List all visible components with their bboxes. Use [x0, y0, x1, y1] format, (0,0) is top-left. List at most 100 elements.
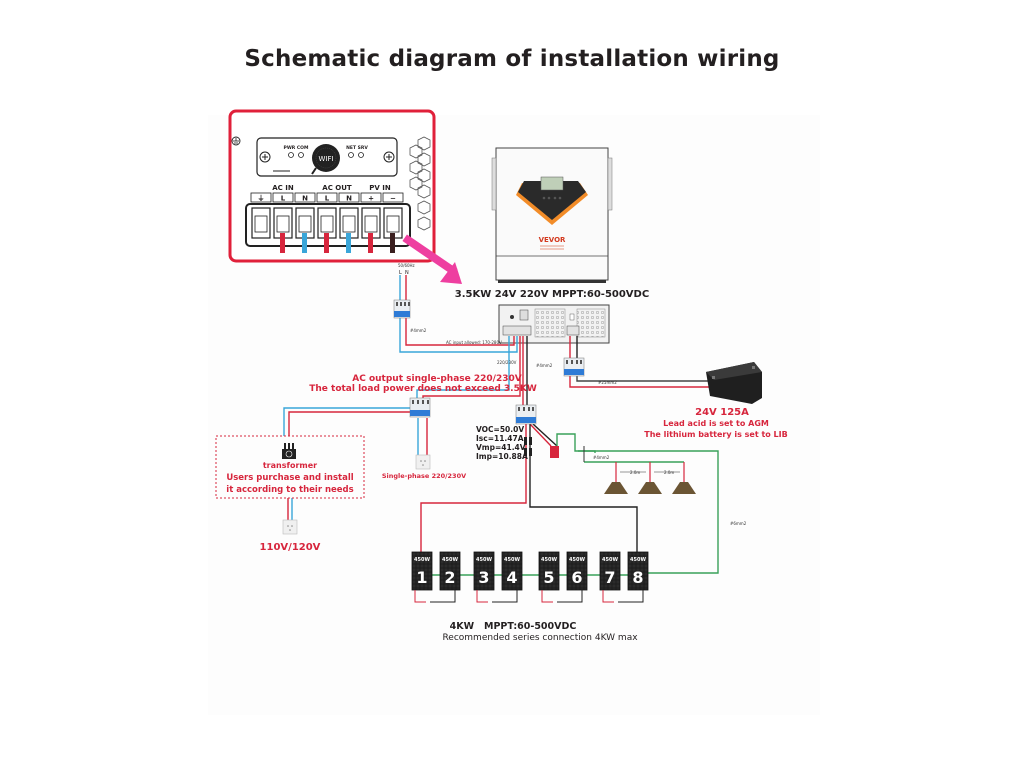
front-buttons — [542, 196, 562, 200]
panel-wattage: 450W — [442, 557, 458, 563]
transformer-icon — [282, 443, 296, 459]
pv-voc: VOC=50.0V — [476, 425, 524, 434]
ac-in-live-wire — [405, 275, 515, 346]
solar-panel: 450W 5 — [538, 551, 560, 591]
terminal-wire — [324, 233, 329, 253]
terminal-label: ⏚ — [258, 195, 265, 203]
panel-wattage: 450W — [414, 557, 430, 563]
inverter-model-label: 3.5KW 24V 220V MPPT:60-500VDC — [455, 289, 649, 300]
ac-line-label-n: N — [405, 270, 409, 276]
battery-rating: 24V 125A — [695, 407, 749, 418]
ac-out-neutral-wire — [416, 336, 510, 398]
pair-jumper-positive — [414, 590, 426, 603]
panel-number: 6 — [571, 568, 582, 587]
led-label-left: PWR COM — [284, 145, 309, 151]
terminal-label: N — [346, 195, 352, 203]
pv-summary-line1: 4KW MPPT:60-500VDC — [450, 621, 577, 632]
screw-left-icon — [259, 151, 271, 163]
socket-220v-icon — [415, 454, 431, 470]
wifi-label: WIFI — [318, 155, 333, 163]
solar-panel: 450W 3 — [473, 551, 495, 591]
ac-in-wire-size: #4mm2 — [410, 328, 427, 333]
ac-output-line2: The total load power does not exceed 3.5… — [309, 384, 537, 394]
transformer-line1: Users purchase and install — [226, 473, 353, 483]
terminal-inset: PWR COM NET SRV WIFI AC IN AC OUT PV IN … — [228, 109, 436, 263]
group-ac-in: AC IN — [272, 184, 294, 192]
terminal-label: L — [281, 195, 286, 203]
pair-jumper-negative — [618, 590, 644, 603]
panel-number: 8 — [632, 568, 643, 587]
panel-wattage: 450W — [476, 557, 492, 563]
panel-wattage: 450W — [569, 557, 585, 563]
pv-negative-wire — [529, 424, 638, 555]
pv-breaker — [515, 404, 537, 425]
screw-right-icon — [383, 151, 395, 163]
inverter-front: VEVOR 3.5KW 24V 220V MPPT:60-500VDC — [455, 147, 649, 300]
brand-logo: VEVOR — [539, 236, 566, 244]
display-bezel — [518, 181, 586, 220]
terminal-wire — [390, 233, 395, 253]
panel-wattage: 450W — [541, 557, 557, 563]
socket-110v-icon — [282, 519, 298, 535]
ac-line-label-l: L — [399, 270, 402, 276]
terminal-label: − — [390, 195, 396, 203]
led-label-right: NET SRV — [346, 145, 368, 151]
led-net — [348, 152, 354, 158]
panel-number: 5 — [543, 568, 554, 587]
soil-mound-icon — [604, 482, 628, 494]
soil-mound-icon — [638, 482, 662, 494]
terminal-label-box — [272, 192, 294, 203]
ground-main-wire — [578, 450, 719, 574]
panel-number: 3 — [478, 568, 489, 587]
pv-vmp: Vmp=41.4V — [476, 443, 526, 452]
fan-right — [576, 308, 606, 338]
ac-input-allowed: AC input allowed: 170-280V — [446, 340, 502, 345]
terminal-label-box — [338, 192, 360, 203]
terminal-label-box — [360, 192, 382, 203]
battery-switch — [569, 313, 575, 321]
solar-panel: 450W 8 — [627, 551, 649, 591]
battery-line2: The lithium battery is set to LIB — [644, 430, 787, 439]
battery-line1: Lead acid is set to AGM — [663, 419, 769, 428]
panel-wattage: 450W — [630, 557, 646, 563]
led-com — [298, 152, 304, 158]
battery-icon — [706, 362, 762, 404]
solar-panel: 450W 6 — [566, 551, 588, 591]
pv-positive-wire — [420, 424, 527, 555]
transformer-box — [215, 435, 365, 499]
pv-wire-size: #4mm2 — [536, 363, 553, 368]
led-pwr — [288, 152, 294, 158]
output-110v-label: 110V/120V — [260, 542, 321, 553]
soil-mound-icon — [672, 482, 696, 494]
group-pv-in: PV IN — [369, 184, 391, 192]
terminal-label-box — [250, 192, 272, 203]
pointer-arrow-icon — [402, 234, 462, 284]
transformer-line2: it according to their needs — [226, 485, 353, 495]
ac-terminal-strip — [502, 325, 532, 336]
pair-jumper-negative — [492, 590, 518, 603]
ground-icon — [231, 136, 241, 146]
panel-number: 7 — [604, 568, 615, 587]
terminal-wire — [368, 233, 373, 253]
inverter-bottom — [498, 304, 610, 344]
load-breaker — [409, 397, 431, 418]
group-ac-out: AC OUT — [322, 184, 352, 192]
ac-source-label: 50/60Hz — [398, 263, 415, 268]
pv-isc: Isc=11.47A — [476, 434, 524, 443]
ac-input-breaker — [393, 299, 411, 319]
fan-left — [534, 308, 566, 338]
terminal-label-box — [316, 192, 338, 203]
ac-output-voltage-tag: 220/230V — [497, 360, 517, 365]
pv-summary-line2: Recommended series connection 4KW max — [442, 633, 638, 643]
terminal-label-box — [294, 192, 316, 203]
hex-vent — [409, 136, 431, 231]
panel-wattage: 450W — [602, 557, 618, 563]
battery-terminal — [566, 325, 580, 336]
terminal-slots — [251, 207, 403, 239]
battery-breaker — [563, 357, 585, 377]
page-title: Schematic diagram of installation wiring — [244, 46, 780, 72]
